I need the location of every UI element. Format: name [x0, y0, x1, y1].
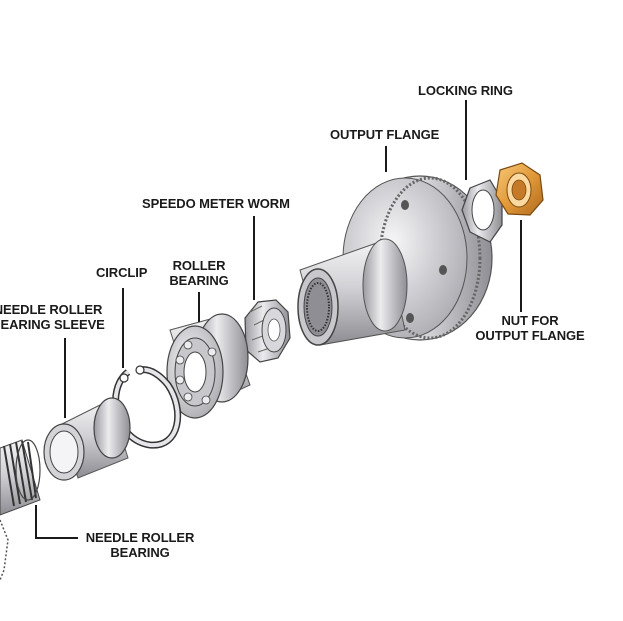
label-nut-line2: OUTPUT FLANGE [475, 328, 585, 343]
label-nut-line1: NUT FOR [501, 313, 559, 328]
label-needle-roller-bearing-line2: BEARING [110, 545, 170, 560]
label-roller-bearing: ROLLER BEARING [162, 258, 236, 288]
speedo-worm-part [244, 299, 291, 363]
label-locking-ring: LOCKING RING [418, 83, 513, 98]
output-flange-part [297, 175, 493, 346]
label-bearing-sleeve-line1: NEEDLE ROLLER [0, 302, 103, 317]
nut-part [495, 162, 544, 216]
bearing-sleeve-part [43, 397, 131, 481]
needle-roller-bearing-part [0, 439, 41, 581]
leader-lines [35, 100, 522, 539]
locking-ring-part [461, 179, 503, 243]
label-roller-bearing-line2: BEARING [169, 273, 229, 288]
label-needle-roller-bearing: NEEDLE ROLLER BEARING [80, 530, 200, 560]
label-circlip: CIRCLIP [96, 265, 148, 280]
label-nut-for-output-flange: NUT FOR OUTPUT FLANGE [472, 313, 588, 343]
label-needle-roller-bearing-sleeve: NEEDLE ROLLER BEARING SLEEVE [0, 302, 110, 332]
leader-needle-roller-bearing [35, 505, 78, 539]
label-bearing-sleeve-line2: BEARING SLEEVE [0, 317, 105, 332]
label-needle-roller-bearing-line1: NEEDLE ROLLER [85, 530, 195, 545]
roller-bearing-part [166, 313, 251, 419]
label-speedo-meter-worm: SPEEDO METER WORM [142, 196, 290, 211]
label-roller-bearing-line1: ROLLER [172, 258, 226, 273]
label-output-flange: OUTPUT FLANGE [330, 127, 440, 142]
